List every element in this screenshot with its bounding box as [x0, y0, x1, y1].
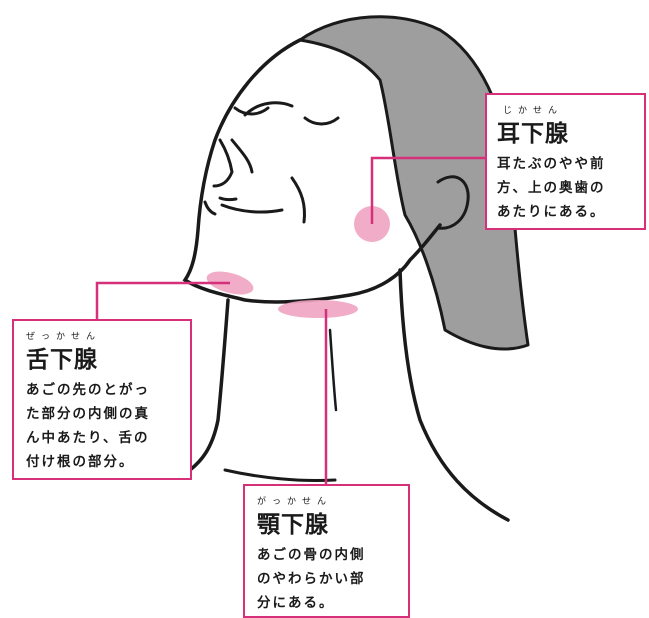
- title-text-parotid: 耳下腺: [497, 121, 569, 147]
- title-parotid: じかせん 耳下腺: [497, 103, 569, 148]
- title-sublingual: ぜっかせん 舌下腺: [26, 329, 98, 374]
- label-box-sublingual: ぜっかせん 舌下腺 あごの先のとがっ た部分の内側の真 ん中あたり、舌の 付け根…: [12, 319, 192, 480]
- description-line: のやわらかい部: [257, 571, 366, 587]
- description-line: 方、上の奥歯の: [497, 180, 606, 196]
- description-line: 分にある。: [257, 595, 335, 611]
- label-box-parotid: じかせん 耳下腺 耳たぶのやや前 方、上の奥歯の あたりにある。: [485, 93, 646, 230]
- description-line: た部分の内側の真: [26, 406, 150, 422]
- leader-line-parotid: [370, 156, 485, 224]
- title-text-sublingual: 舌下腺: [26, 347, 98, 373]
- neck-right: [398, 268, 510, 522]
- description-line: あごの骨の内側: [257, 547, 366, 563]
- label-box-submandibular: がっかせん 顎下腺 あごの骨の内側 のやわらかい部 分にある。: [243, 484, 410, 618]
- description-submandibular: あごの骨の内側 のやわらかい部 分にある。: [257, 543, 396, 615]
- submandibular-gland-highlight: [278, 300, 358, 318]
- nose: [212, 138, 234, 188]
- eyebrow: [230, 101, 294, 174]
- throat-line: [328, 328, 338, 412]
- cheek-line: [290, 176, 306, 224]
- description-line: 付け根の部分。: [26, 454, 135, 470]
- ruby-submandibular: がっかせん: [257, 497, 333, 507]
- description-parotid: 耳たぶのやや前 方、上の奥歯の あたりにある。: [497, 152, 634, 224]
- description-line: あたりにある。: [497, 204, 606, 220]
- title-text-submandibular: 顎下腺: [257, 512, 329, 538]
- neck-left: [188, 298, 230, 472]
- title-submandibular: がっかせん 顎下腺: [257, 494, 329, 539]
- description-line: 耳たぶのやや前: [497, 156, 606, 172]
- description-line: あごの先のとがっ: [26, 382, 150, 398]
- closed-eye-left: [233, 106, 270, 116]
- description-line: ん中あたり、舌の: [26, 430, 150, 446]
- mouth: [218, 196, 284, 214]
- collar-line: [223, 468, 337, 483]
- description-sublingual: あごの先のとがっ た部分の内側の真 ん中あたり、舌の 付け根の部分。: [26, 378, 178, 474]
- leader-line-sublingual: [95, 281, 230, 319]
- ruby-sublingual: ぜっかせん: [26, 332, 102, 342]
- ear: [436, 175, 470, 230]
- chin-mark: [203, 200, 217, 216]
- closed-eye-right: [303, 116, 340, 126]
- hair: [298, 15, 530, 351]
- ruby-parotid: じかせん: [502, 106, 563, 116]
